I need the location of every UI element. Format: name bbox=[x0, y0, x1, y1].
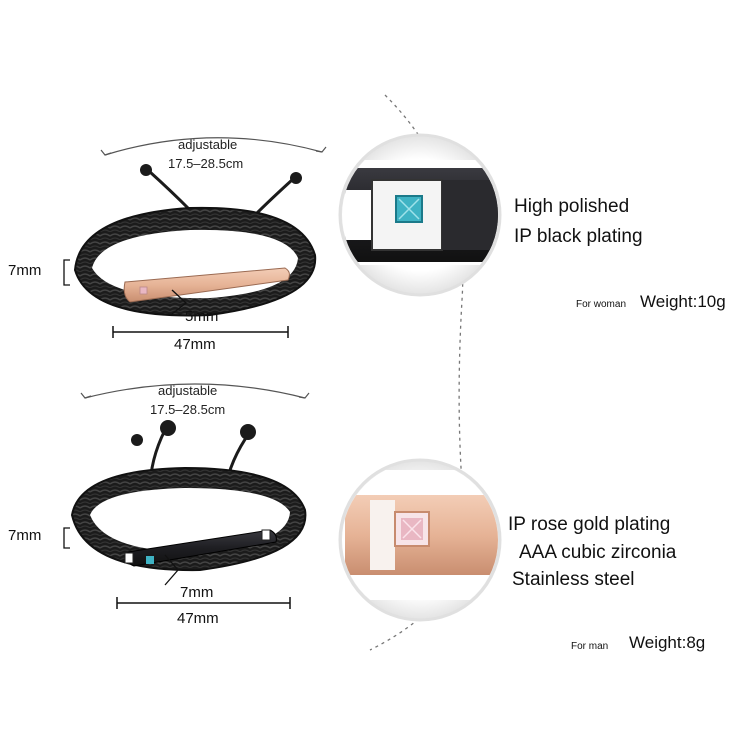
adjustable-label: adjustable bbox=[178, 137, 238, 152]
weight-prefix: For woman bbox=[576, 299, 627, 310]
height-dimension-label: 7mm bbox=[8, 262, 42, 279]
black-plate bbox=[124, 529, 277, 567]
rose-gold-plate bbox=[123, 267, 290, 303]
adjustable-label: adjustable bbox=[158, 383, 218, 398]
woman-bracelet bbox=[63, 137, 327, 338]
adjust-arrow-icon bbox=[104, 137, 323, 156]
feature-line: IP black plating bbox=[514, 226, 643, 247]
feature-line: High polished bbox=[514, 196, 630, 217]
man-bracelet bbox=[63, 383, 310, 609]
dimension-bracket-icon bbox=[63, 259, 70, 286]
dimension-bracket-icon bbox=[63, 527, 70, 549]
magnifier-circle-icon bbox=[338, 133, 502, 297]
feature-line: IP rose gold plating bbox=[508, 514, 671, 535]
bar-length-label: 47mm bbox=[177, 610, 219, 627]
height-dimension-label: 7mm bbox=[8, 527, 42, 544]
feature-line: AAA cubic zirconia bbox=[519, 542, 677, 563]
weight-prefix: For man bbox=[571, 641, 609, 652]
feature-line: Stainless steel bbox=[512, 569, 635, 590]
adjust-range-label: 17.5–28.5cm bbox=[168, 156, 244, 171]
weight-value: Weight:8g bbox=[629, 633, 706, 652]
magnifier-circle-icon bbox=[338, 458, 502, 622]
weight-value: Weight:10g bbox=[640, 292, 726, 311]
bar-length-label: 47mm bbox=[174, 336, 216, 353]
bar-width-label: 5mm bbox=[185, 308, 219, 325]
adjust-arrow-icon bbox=[84, 383, 306, 399]
bar-width-label: 7mm bbox=[180, 584, 214, 601]
adjust-range-label: 17.5–28.5cm bbox=[150, 402, 226, 417]
